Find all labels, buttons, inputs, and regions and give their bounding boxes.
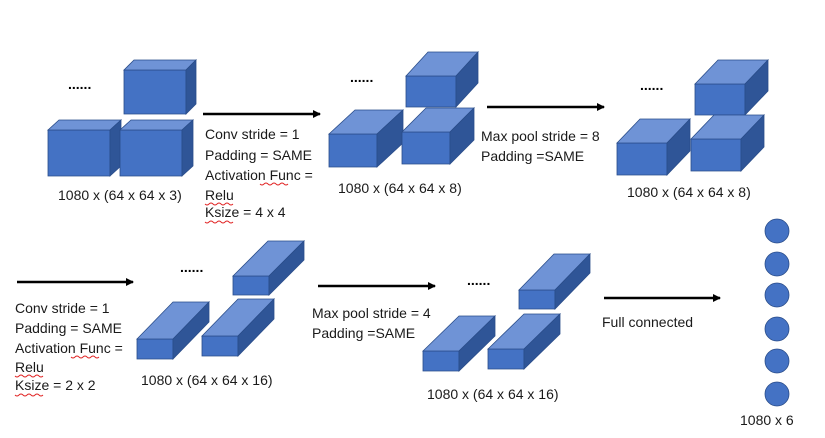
cube-front-face <box>401 131 451 165</box>
cube-top-face <box>123 59 197 71</box>
conv1-caption: 1080 x (64 x 64 x 8) <box>338 180 462 196</box>
op-line: Ksize = 2 x 2 <box>15 377 96 393</box>
op-line: Conv stride = 1 <box>205 126 300 142</box>
output-neuron <box>764 251 790 277</box>
op-line: Padding = SAME <box>205 147 312 163</box>
feature-cube <box>401 107 475 165</box>
feature-cube <box>690 114 765 172</box>
op-line: Padding =SAME <box>312 325 415 341</box>
feature-cube <box>201 298 275 357</box>
cube-front-face <box>405 75 457 108</box>
op-line: Activation Func = <box>15 340 123 356</box>
cube-side-face <box>554 253 591 310</box>
op-line: Max pool stride = 8 <box>481 128 600 144</box>
fc-op-text: Full connected <box>602 314 693 330</box>
cube-side-face <box>268 240 305 296</box>
ellipsis: ...... <box>350 69 373 85</box>
feature-cube <box>118 119 195 177</box>
feature-cube <box>46 119 123 177</box>
output-neuron <box>764 218 790 244</box>
spellcheck-underline <box>14 374 44 378</box>
ellipsis: ...... <box>640 77 663 93</box>
cube-front-face <box>518 289 556 310</box>
cube-front-face <box>119 129 183 177</box>
cube-side-face <box>449 107 475 165</box>
cube-top-face <box>46 119 123 131</box>
op-line: Ksize = 4 x 4 <box>205 204 286 220</box>
conv1-op-text: Conv stride = 1 Padding = SAME Activatio… <box>204 126 313 224</box>
cube-front-face <box>690 138 742 172</box>
cube-side-face <box>172 301 210 360</box>
output-neuron <box>764 348 790 374</box>
output-neuron <box>764 316 790 342</box>
pool1-stage: ...... 1080 x (64 x 64 x 8) <box>616 59 769 200</box>
cube-front-face <box>616 142 668 176</box>
cube-front-face <box>123 69 187 115</box>
input-caption: 1080 x (64 x 64 x 3) <box>58 187 182 203</box>
input-stage: ...... 1080 x (64 x 64 x 3) <box>46 59 197 203</box>
feature-cube <box>123 59 197 115</box>
output-neuron <box>764 282 790 308</box>
ellipsis: ...... <box>180 259 203 275</box>
op-line: Conv stride = 1 <box>15 300 110 316</box>
output-caption: 1080 x 6 <box>740 412 794 428</box>
cube-front-face <box>328 133 378 168</box>
cube-top-face <box>118 119 195 131</box>
conv2-op-text: Conv stride = 1 Padding = SAME Activatio… <box>14 300 123 397</box>
op-line: Activation Func = <box>205 167 313 183</box>
conv2-stage: ...... 1080 x (64 x 64 x 16) <box>136 240 305 388</box>
cube-front-face <box>201 335 239 357</box>
cube-side-face <box>666 118 691 176</box>
cube-side-face <box>458 315 496 372</box>
pool1-op-text: Max pool stride = 8 Padding =SAME <box>481 128 600 164</box>
feature-cube <box>422 315 496 372</box>
op-line: Relu <box>205 187 234 203</box>
cube-side-face <box>740 114 765 172</box>
cube-side-face <box>185 59 197 115</box>
feature-cube <box>327 109 405 168</box>
cube-side-face <box>237 298 275 357</box>
feature-cube <box>232 240 305 296</box>
op-line: Relu <box>15 359 44 375</box>
op-line: Max pool stride = 4 <box>312 305 431 321</box>
spellcheck-underline <box>204 202 234 206</box>
op-line: Padding =SAME <box>481 148 584 164</box>
spellcheck-underline <box>70 355 100 359</box>
output-neuron <box>764 381 790 407</box>
cube-side-face <box>744 59 769 116</box>
cube-front-face <box>694 83 746 116</box>
pool2-op-text: Max pool stride = 4 Padding =SAME <box>312 305 431 341</box>
conv1-stage: ...... 1080 x (64 x 64 x 8) <box>327 50 479 196</box>
feature-cube <box>694 59 769 116</box>
cube-front-face <box>136 338 174 360</box>
feature-cube <box>136 301 210 360</box>
ellipsis: ...... <box>467 272 490 288</box>
feature-cube <box>616 118 691 176</box>
cube-front-face <box>422 350 460 372</box>
cube-front-face <box>47 129 111 177</box>
output-neurons <box>764 218 790 407</box>
feature-cube <box>405 50 479 109</box>
cube-front-face <box>487 348 525 370</box>
conv2-caption: 1080 x (64 x 64 x 16) <box>141 372 273 388</box>
cube-front-face <box>232 275 270 296</box>
op-line: Padding = SAME <box>15 320 122 336</box>
cube-side-face <box>109 119 122 177</box>
pool2-stage: ...... 1080 x (64 x 64 x 16) <box>422 253 591 402</box>
pool2-caption: 1080 x (64 x 64 x 16) <box>427 386 559 402</box>
spellcheck-underline <box>259 182 289 186</box>
pool1-caption: 1080 x (64 x 64 x 8) <box>627 184 751 200</box>
spellcheck-underline <box>204 220 234 224</box>
feature-cube <box>487 313 561 370</box>
feature-cube <box>518 253 591 310</box>
spellcheck-underline <box>14 393 44 397</box>
cube-side-face <box>523 313 561 370</box>
cube-side-face <box>455 50 479 109</box>
ellipsis: ...... <box>68 76 91 92</box>
cube-side-face <box>181 119 194 177</box>
